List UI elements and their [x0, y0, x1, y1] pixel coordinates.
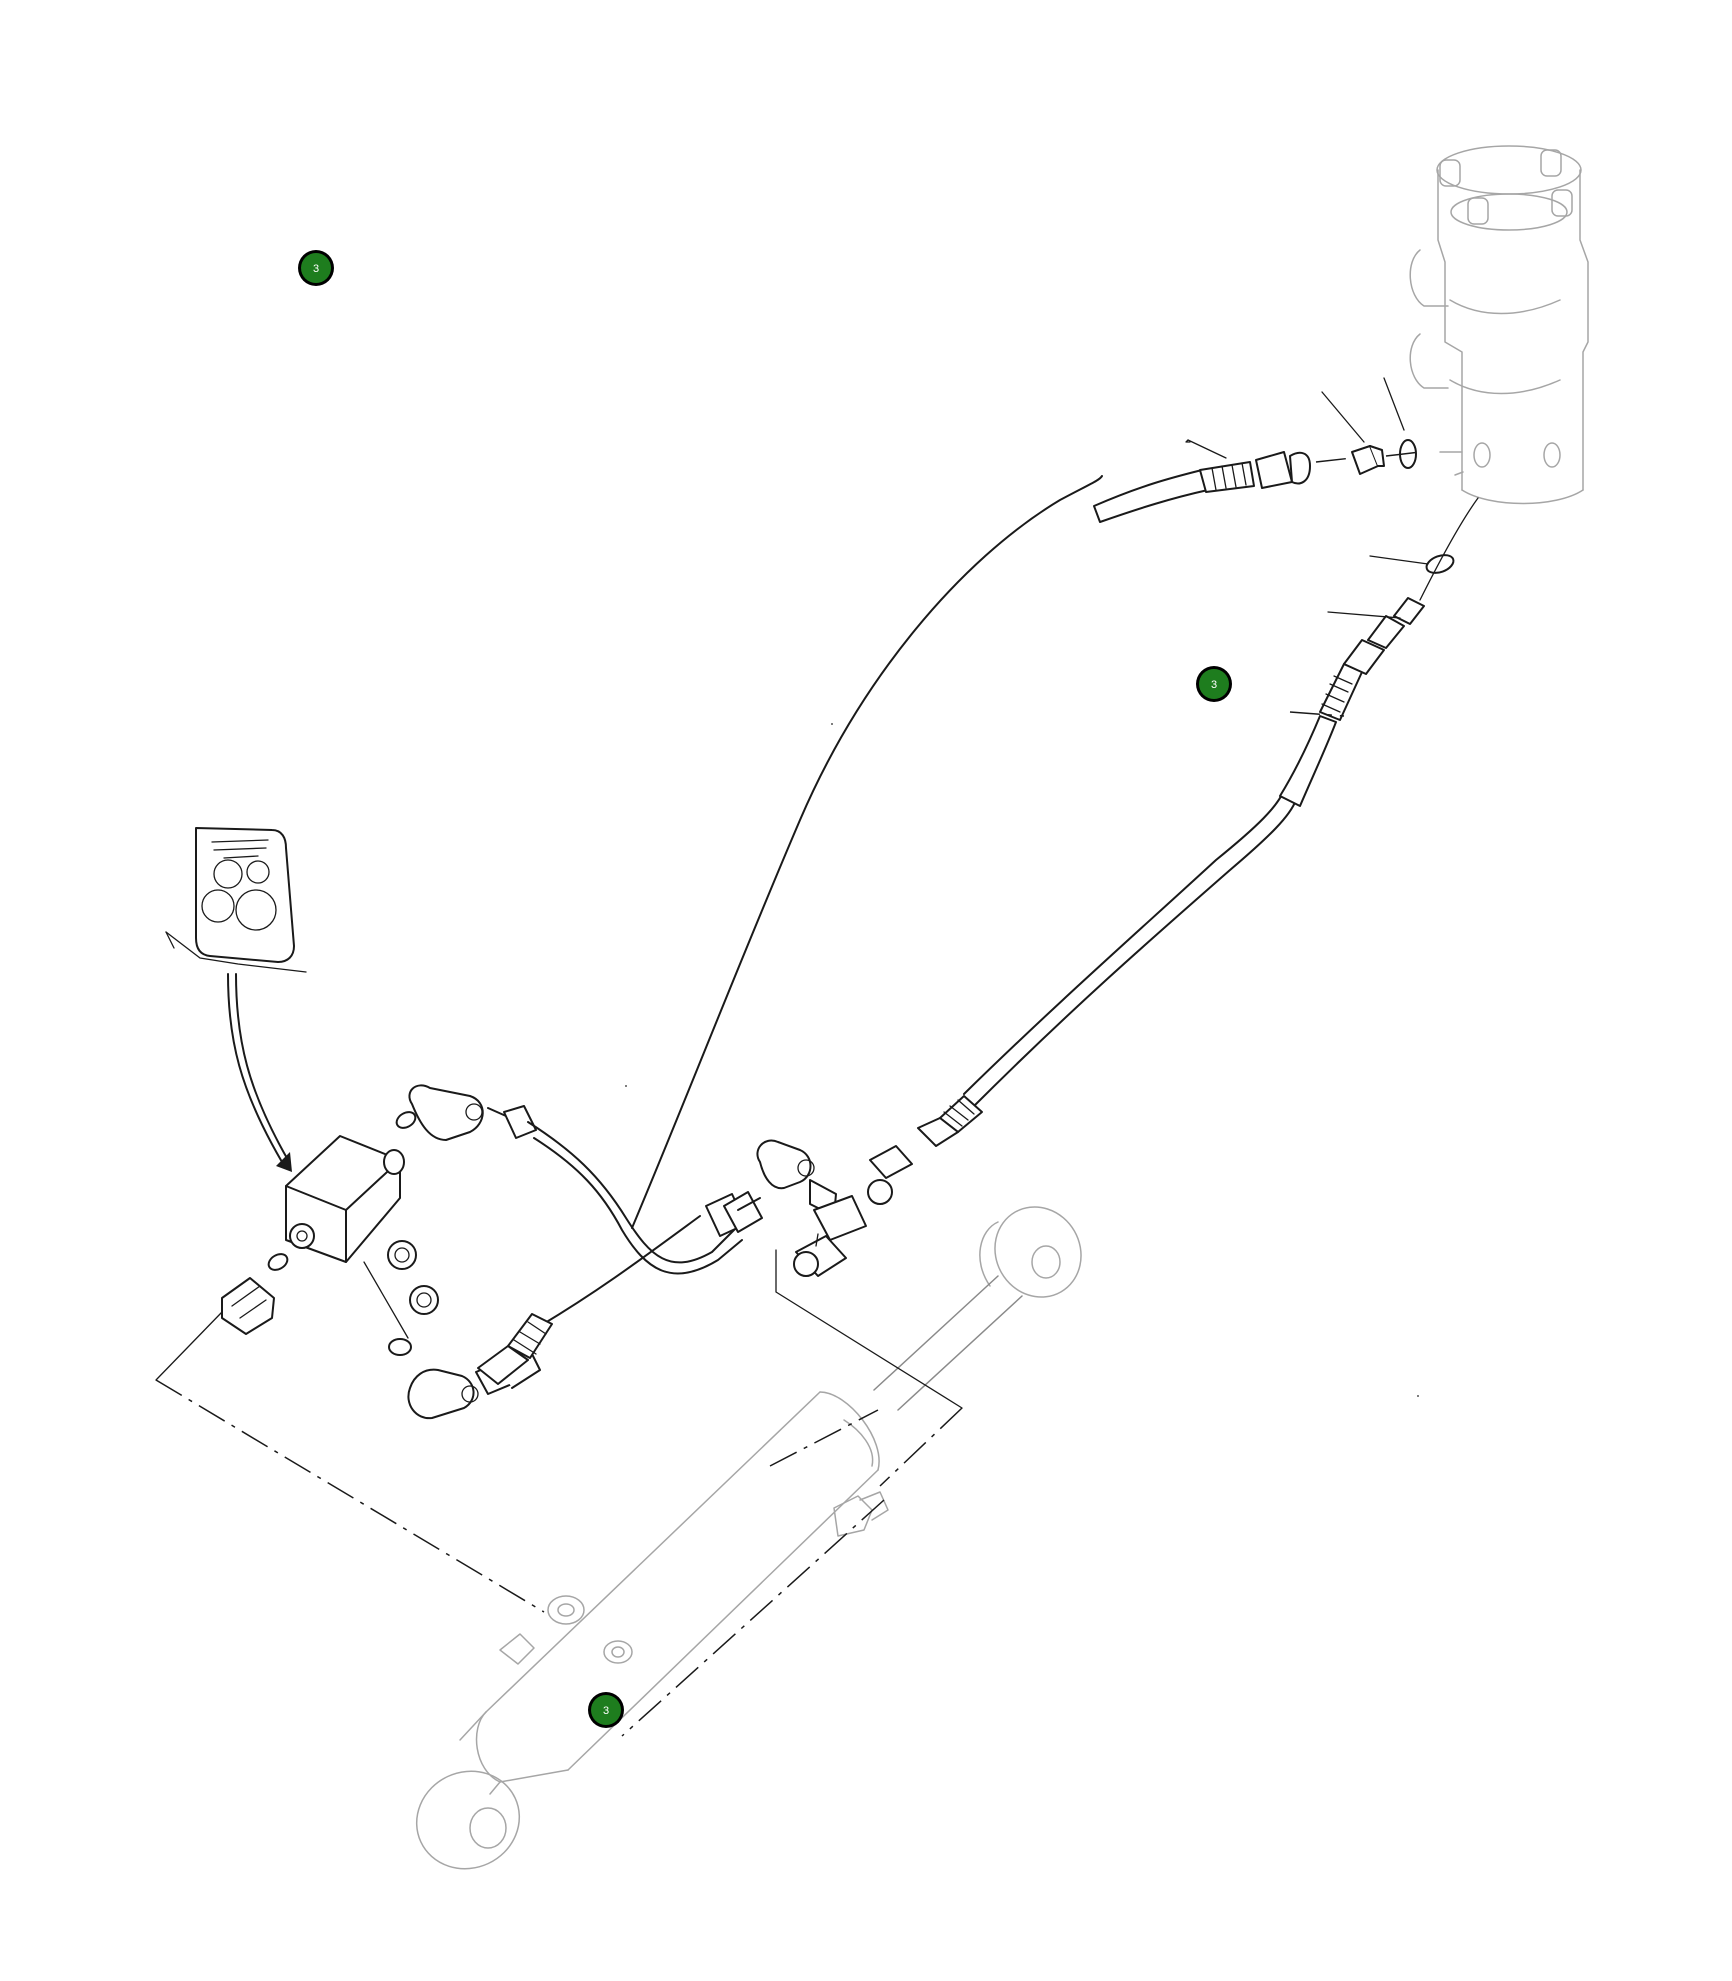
hotspot-marker-1[interactable]: 3: [298, 250, 334, 286]
elbow-fittings-left: [407, 1084, 541, 1420]
hydraulic-cylinder-icon: [415, 1206, 1082, 1870]
hose-assembly-lower: [477, 1095, 983, 1385]
gauge-panel-icon: [165, 827, 307, 1172]
control-valve-block: [285, 1135, 405, 1263]
hotspot-label: 3: [313, 263, 319, 275]
steering-valve: [1409, 145, 1589, 505]
hotspot-label: 3: [1211, 679, 1217, 691]
tee-fitting: [723, 1139, 867, 1277]
block-fittings: [221, 1111, 439, 1356]
hose-assembly-long: [487, 377, 1421, 1275]
connection-lines: [155, 1249, 963, 1737]
hotspot-label: 3: [603, 1705, 609, 1717]
hotspot-marker-2[interactable]: 3: [1196, 666, 1232, 702]
hose-assembly-right: [963, 497, 1479, 1109]
hotspot-marker-3[interactable]: 3: [588, 1692, 624, 1728]
